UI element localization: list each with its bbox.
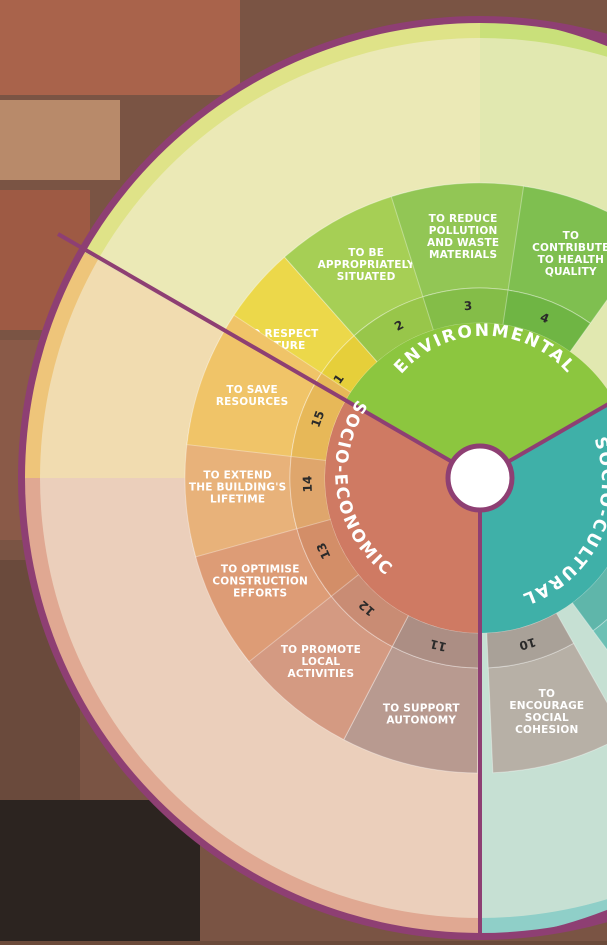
goal-sector bbox=[592, 618, 607, 651]
goal-number: 11 bbox=[428, 637, 448, 655]
goal-label-line: SOCIAL bbox=[525, 712, 569, 724]
goal-label-line: SITUATED bbox=[337, 271, 396, 283]
wheel-hub bbox=[445, 443, 515, 513]
goal-label-line: TO OPTIMISE bbox=[221, 563, 300, 575]
pillar-environmental-wedge bbox=[346, 322, 607, 478]
goal-number: 13 bbox=[314, 540, 334, 561]
goal-number: 3 bbox=[463, 299, 472, 314]
goal-sector bbox=[507, 185, 607, 325]
goal-label-line: POLLUTION bbox=[429, 225, 498, 237]
goal-label-line: AUTONOMY bbox=[386, 714, 456, 726]
goal-label-line: TO bbox=[563, 230, 580, 242]
goal-label-line: TO REDUCE bbox=[429, 213, 498, 225]
goal-sector bbox=[283, 191, 434, 337]
goal-label-line: TO EXTEND bbox=[203, 469, 272, 481]
goal-label-line: AND WASTE bbox=[427, 237, 499, 249]
goal-label-line: QUALITY bbox=[545, 266, 597, 278]
goal-number: 10 bbox=[518, 635, 538, 653]
divider-line bbox=[479, 402, 607, 480]
goal-label-line: TO bbox=[539, 688, 556, 700]
goal-label-line: COHESION bbox=[515, 724, 578, 736]
goal-label-line: TO PROMOTE bbox=[281, 644, 361, 656]
goal-number: 14 bbox=[300, 475, 315, 492]
goal-label-line: CONSTRUCTION bbox=[212, 575, 308, 587]
goal-label-line: MATERIALS bbox=[429, 249, 497, 261]
goal-label-line: EFFORTS bbox=[233, 587, 287, 599]
goal-label-line: TO SAVE bbox=[226, 384, 277, 396]
goal-label-line: LOCAL bbox=[302, 656, 341, 668]
goal-label-line: ENCOURAGE bbox=[509, 700, 584, 712]
goal-label-line: RESOURCES bbox=[216, 396, 289, 408]
goal-label-line: TO BE bbox=[348, 247, 384, 259]
goal-label-line: APPROPRIATELY bbox=[318, 259, 415, 271]
divider-line bbox=[56, 232, 482, 480]
goal-label-line: LIFETIME bbox=[210, 493, 265, 505]
number-ring: 12349101112131415 bbox=[289, 287, 607, 669]
goal-sector bbox=[190, 515, 333, 663]
goal-label-line: TO SUPPORT bbox=[383, 702, 461, 714]
pillar-socio-economic-wedge bbox=[324, 400, 480, 633]
goal-number: 15 bbox=[308, 409, 327, 429]
goal-label-line: TO HEALTH bbox=[538, 254, 605, 266]
goal-label-line: CONTRIBUTE bbox=[532, 242, 607, 254]
goal-label-line: THE BUILDING'S bbox=[189, 481, 287, 493]
goal-sector bbox=[186, 314, 323, 458]
goal-label-line: ACTIVITIES bbox=[288, 668, 355, 680]
